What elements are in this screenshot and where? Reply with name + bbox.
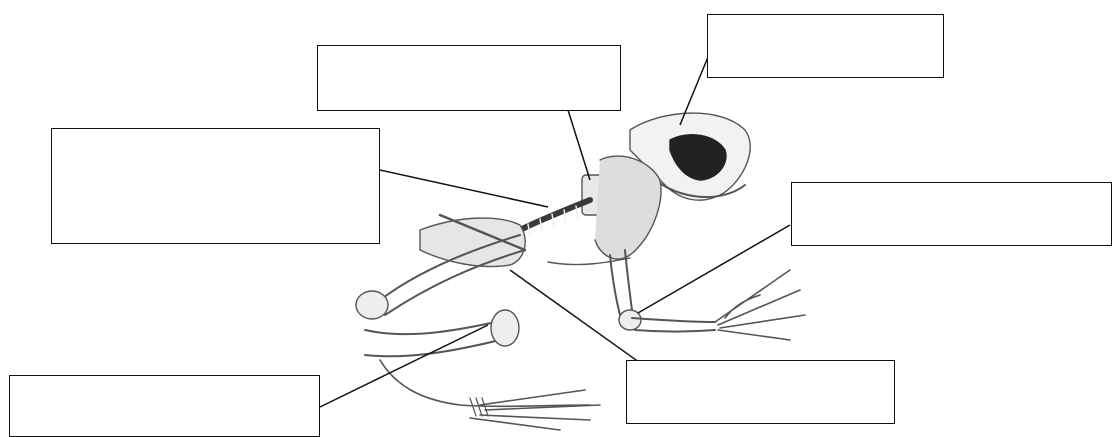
fore-hand [715, 270, 805, 340]
pelvis-shape [420, 218, 525, 266]
elbow-joint [619, 310, 641, 330]
leader-line-femur [320, 325, 488, 407]
vertebral-column [520, 200, 590, 230]
label-box-skull[interactable] [707, 14, 944, 78]
hind-foot [380, 360, 600, 430]
knee-joint [491, 310, 519, 346]
label-box-spine[interactable] [51, 128, 380, 244]
shoulder-girdle [595, 156, 661, 259]
label-box-vertebra[interactable] [317, 45, 621, 111]
radio-ulna-bone [632, 318, 715, 332]
label-box-pelvis[interactable] [626, 360, 895, 424]
label-box-femur[interactable] [9, 375, 320, 437]
hind-ankle [470, 398, 488, 416]
femur-head [356, 291, 388, 319]
leader-line-radio-ulna [638, 225, 790, 313]
leader-line-spine [380, 170, 548, 207]
label-box-radio-ulna[interactable] [791, 182, 1112, 246]
leader-line-vertebra [568, 110, 590, 180]
